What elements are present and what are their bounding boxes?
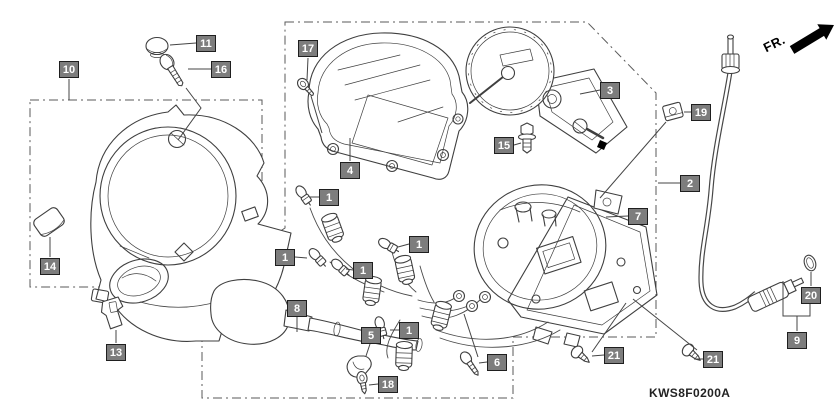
callout-16[interactable]: 16 bbox=[211, 60, 231, 78]
meter-bulb-part bbox=[378, 237, 400, 254]
bulb-socket-part bbox=[321, 212, 344, 243]
fr-arrow-icon bbox=[789, 24, 834, 54]
bulb-socket-part bbox=[362, 275, 383, 307]
speedometer-cable-part bbox=[698, 34, 805, 312]
callout-11[interactable]: 11 bbox=[196, 34, 216, 52]
screw-21-pointer-line bbox=[591, 302, 627, 353]
screw-18-part bbox=[356, 370, 368, 395]
cushion-part bbox=[33, 207, 65, 237]
callout-5[interactable]: 5 bbox=[361, 326, 381, 344]
callout-leader-11 bbox=[169, 42, 197, 46]
screw-16-pointer-line bbox=[177, 87, 202, 141]
callout-21[interactable]: 21 bbox=[703, 350, 723, 368]
callout-10[interactable]: 10 bbox=[59, 60, 79, 78]
screw-17-pointer-line bbox=[310, 95, 323, 134]
clip-19-pointer-line bbox=[599, 121, 667, 199]
callout-7[interactable]: 7 bbox=[628, 207, 648, 225]
callout-leader-6 bbox=[478, 361, 488, 364]
callout-6[interactable]: 6 bbox=[487, 353, 507, 371]
o-ring-part bbox=[803, 254, 817, 272]
callout-8[interactable]: 8 bbox=[287, 299, 307, 317]
meter-bulb-part bbox=[331, 258, 350, 277]
callout-18[interactable]: 18 bbox=[378, 375, 398, 393]
callout-1[interactable]: 1 bbox=[319, 188, 339, 206]
callout-leader-15 bbox=[513, 142, 522, 146]
callout-2[interactable]: 2 bbox=[680, 174, 700, 192]
bulb-socket-part bbox=[430, 300, 453, 331]
callout-15[interactable]: 15 bbox=[494, 136, 514, 154]
callout-leader-21 bbox=[591, 354, 605, 357]
callout-13[interactable]: 13 bbox=[106, 343, 126, 361]
callout-3[interactable]: 3 bbox=[600, 81, 620, 99]
meter-bulb-part bbox=[308, 248, 327, 267]
clip-part bbox=[100, 296, 124, 330]
callout-19[interactable]: 19 bbox=[691, 103, 711, 121]
callout-9[interactable]: 9 bbox=[787, 331, 807, 349]
screw-17-part bbox=[296, 77, 315, 96]
diagram-code: KWS8F0200A bbox=[649, 386, 731, 400]
callout-1[interactable]: 1 bbox=[275, 248, 295, 266]
callout-21[interactable]: 21 bbox=[604, 346, 624, 364]
callout-leader-3 bbox=[579, 89, 601, 95]
meter-bulb-part bbox=[295, 185, 312, 206]
bulb-socket-part bbox=[394, 254, 416, 285]
callout-1[interactable]: 1 bbox=[353, 261, 373, 279]
ground-wire-pointer-line bbox=[463, 313, 479, 358]
bolt-15-part bbox=[517, 122, 537, 154]
meter-case-part bbox=[473, 184, 658, 348]
screw-21-pointer-line bbox=[632, 298, 698, 351]
meter-lens-part bbox=[307, 32, 469, 180]
clip-nut-part bbox=[662, 101, 684, 122]
callout-leader-7 bbox=[605, 215, 629, 218]
screw-16-part bbox=[159, 53, 184, 87]
callout-1[interactable]: 1 bbox=[399, 321, 419, 339]
callout-leader-18 bbox=[368, 383, 379, 386]
bulb-socket-part bbox=[395, 340, 413, 372]
callout-17[interactable]: 17 bbox=[298, 39, 318, 57]
screw-21-part bbox=[681, 343, 701, 361]
callout-leader-1 bbox=[397, 243, 410, 248]
callout-leader-1 bbox=[345, 268, 354, 271]
screw-21-part bbox=[570, 345, 590, 363]
callout-20[interactable]: 20 bbox=[801, 286, 821, 304]
callout-leader-17 bbox=[306, 57, 309, 81]
callout-14[interactable]: 14 bbox=[40, 257, 60, 275]
screw-6-part bbox=[459, 351, 479, 376]
callout-leader-1 bbox=[294, 256, 308, 259]
callout-4[interactable]: 4 bbox=[340, 161, 360, 179]
callout-leader-5 bbox=[365, 343, 371, 357]
callout-1[interactable]: 1 bbox=[409, 235, 429, 253]
